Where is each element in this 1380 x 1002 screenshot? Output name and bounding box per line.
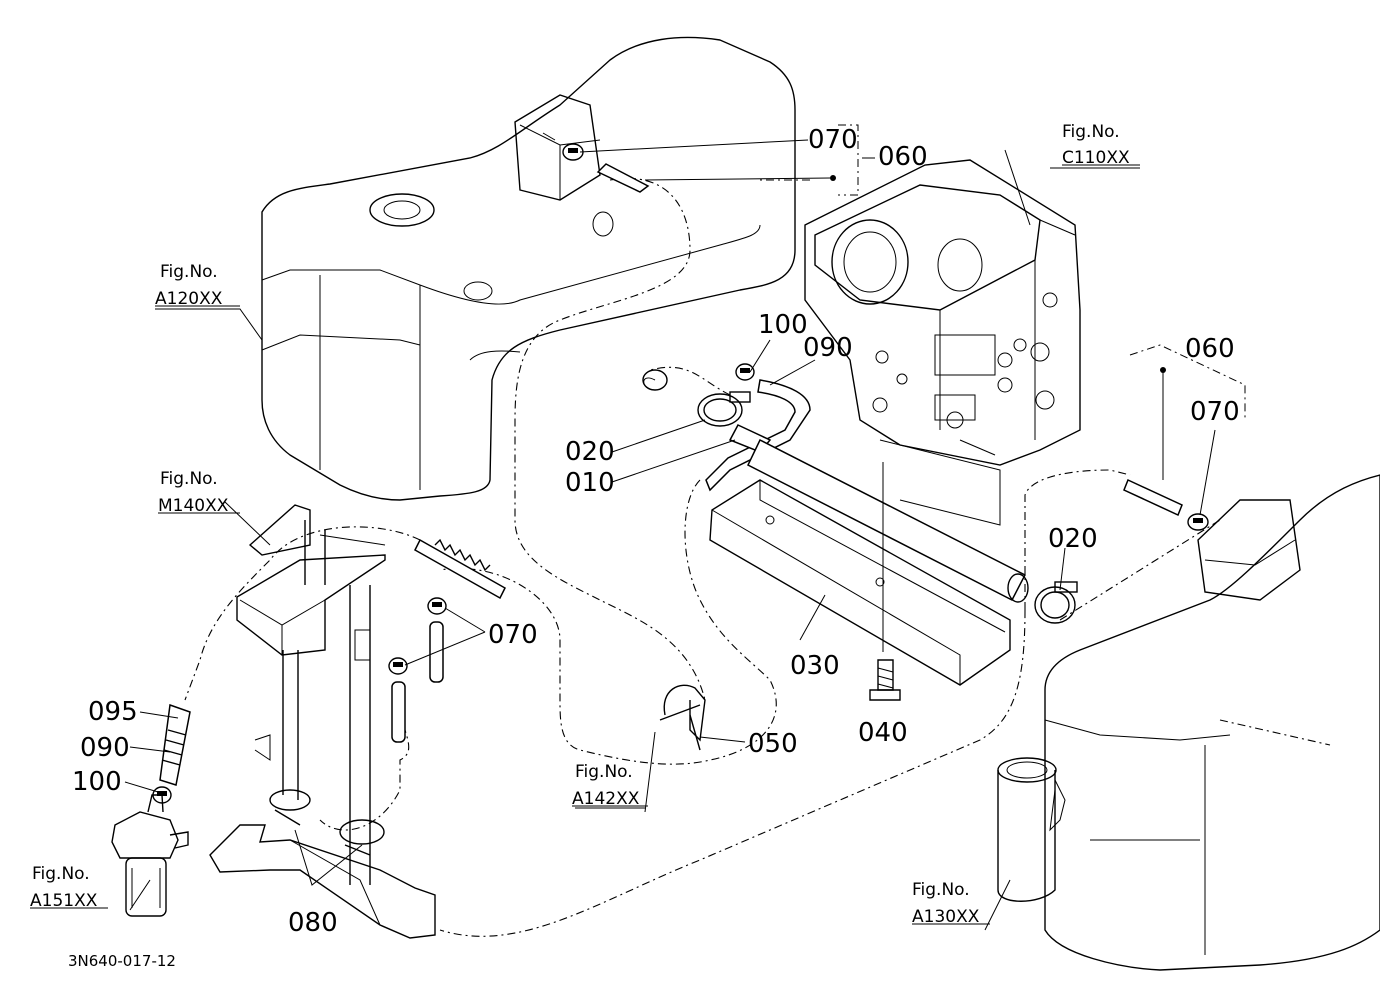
fig-ref-c110xx-line1: Fig.No. xyxy=(1062,122,1120,142)
fig-ref-a130xx-line2: A130XX xyxy=(912,907,980,927)
fuel-tank-right xyxy=(997,474,1380,971)
fig-ref-c110xx-line2: C110XX xyxy=(1062,148,1130,168)
fig-ref-a130xx-line1: Fig.No. xyxy=(912,880,970,900)
fig-ref-a142xx-line1: Fig.No. xyxy=(575,762,633,782)
part-label-030: 030 xyxy=(790,651,840,681)
part-label-100-mid: 100 xyxy=(758,310,808,340)
part-label-060-top: 060 xyxy=(878,142,928,172)
fig-ref-a151xx-line2: A151XX xyxy=(30,891,98,911)
part-label-070-top: 070 xyxy=(808,125,858,155)
fig-ref-a151xx: Fig.No. A151XX xyxy=(30,864,98,911)
fig-ref-m140xx: Fig.No. M140XX xyxy=(158,469,229,516)
fig-ref-a120xx-line2: A120XX xyxy=(155,289,223,309)
fig-ref-a120xx: Fig.No. A120XX xyxy=(155,262,223,309)
fuel-filter xyxy=(111,794,189,917)
fig-ref-m140xx-line2: M140XX xyxy=(158,496,229,516)
fig-ref-c110xx: Fig.No. C110XX xyxy=(1062,122,1130,168)
hose-routing-lines xyxy=(184,178,1221,937)
fuel-tank-left xyxy=(261,36,796,501)
fig-ref-a142xx: Fig.No. A142XX xyxy=(572,762,640,809)
part-label-020-right: 020 xyxy=(1048,524,1098,554)
part-label-070-left: 070 xyxy=(488,620,538,650)
fuel-hoses xyxy=(159,163,1183,786)
part-label-070-right: 070 xyxy=(1190,397,1240,427)
part-label-010: 010 xyxy=(565,468,615,498)
fig-ref-a142xx-line2: A142XX xyxy=(572,789,640,809)
fig-ref-a120xx-line1: Fig.No. xyxy=(160,262,218,282)
part-label-100-left: 100 xyxy=(72,767,122,797)
part-label-080: 080 xyxy=(288,908,338,938)
fig-ref-a151xx-line1: Fig.No. xyxy=(32,864,90,884)
mounting-bracket xyxy=(209,504,436,939)
part-label-060-right: 060 xyxy=(1185,334,1235,364)
drawing-code: 3N640-017-12 xyxy=(68,952,176,970)
part-label-050: 050 xyxy=(748,729,798,759)
fig-ref-m140xx-line1: Fig.No. xyxy=(160,469,218,489)
figure-references: Fig.No. C110XX Fig.No. A120XX Fig.No. M1… xyxy=(30,122,1140,927)
part-label-090-left: 090 xyxy=(80,733,130,763)
fig-ref-a130xx: Fig.No. A130XX xyxy=(912,880,980,927)
transmission-case xyxy=(804,159,1081,526)
clamps xyxy=(152,132,1209,856)
part-label-095: 095 xyxy=(88,697,138,727)
part-label-090-mid: 090 xyxy=(803,333,853,363)
leader-lines xyxy=(124,124,1246,931)
part-label-040: 040 xyxy=(858,718,908,748)
part-label-020-left: 020 xyxy=(565,437,615,467)
part-number-labels: 070 060 100 090 020 010 060 070 020 070 … xyxy=(72,125,1240,938)
